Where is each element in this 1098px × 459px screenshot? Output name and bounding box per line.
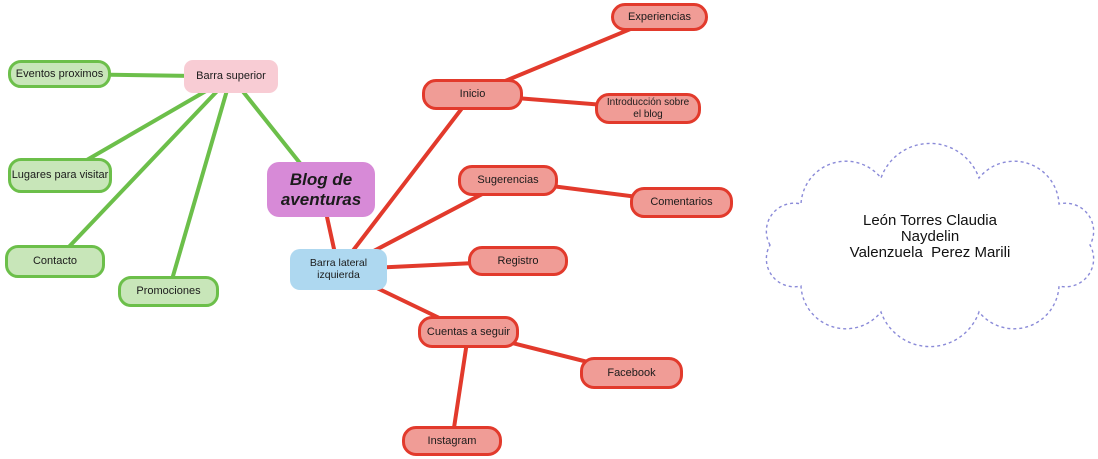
node-label: Introducción sobre el blog bbox=[606, 97, 690, 120]
node-label: Inicio bbox=[459, 88, 486, 101]
node-label: Blog de aventuras bbox=[280, 169, 362, 209]
node-label: Barra lateral izquierda bbox=[309, 256, 368, 281]
node-lugares-para-visitar[interactable]: Lugares para visitar bbox=[8, 158, 112, 193]
node-sugerencias[interactable]: Sugerencias bbox=[458, 165, 558, 196]
node-label: Facebook bbox=[607, 366, 656, 379]
node-label: Cuentas a seguir bbox=[426, 325, 511, 338]
node-eventos-proximos[interactable]: Eventos proximos bbox=[8, 60, 111, 88]
node-registro[interactable]: Registro bbox=[468, 246, 568, 276]
node-contacto[interactable]: Contacto bbox=[5, 245, 105, 278]
node-barra-lateral-izquierda[interactable]: Barra lateral izquierda bbox=[290, 249, 387, 290]
node-promociones[interactable]: Promociones bbox=[118, 276, 219, 307]
node-introduccion-sobre-el-blog[interactable]: Introducción sobre el blog bbox=[595, 93, 701, 124]
cloud-author-line: Naydelin bbox=[900, 228, 960, 245]
node-blog-de-aventuras[interactable]: Blog de aventuras bbox=[267, 162, 375, 217]
cloud-author-line: León Torres Claudia bbox=[863, 212, 997, 229]
node-comentarios[interactable]: Comentarios bbox=[630, 187, 733, 218]
cloud-author-line: Valenzuela Perez Marili bbox=[849, 244, 1011, 261]
cloud-authors-text: León Torres Claudia Naydelin Valenzuela … bbox=[798, 213, 1062, 261]
edge-barra-superior-to-contacto bbox=[53, 74, 233, 264]
edge-cuentas-a-seguir-to-instagram bbox=[450, 330, 471, 443]
node-label: Experiencias bbox=[628, 10, 691, 23]
node-label: Comentarios bbox=[650, 196, 713, 209]
node-experiencias[interactable]: Experiencias bbox=[611, 3, 708, 31]
edge-barra-lateral-izquierda-to-inicio bbox=[336, 92, 475, 272]
node-barra-superior[interactable]: Barra superior bbox=[184, 60, 278, 93]
node-label: Promociones bbox=[136, 285, 201, 298]
node-instagram[interactable]: Instagram bbox=[402, 426, 502, 456]
node-label: Registro bbox=[497, 254, 539, 267]
node-label: Contacto bbox=[32, 255, 78, 268]
node-label: Sugerencias bbox=[477, 174, 539, 187]
node-label: Lugares para visitar bbox=[11, 169, 109, 182]
node-facebook[interactable]: Facebook bbox=[580, 357, 683, 389]
node-inicio[interactable]: Inicio bbox=[422, 79, 523, 110]
node-label: Eventos proximos bbox=[15, 67, 104, 80]
node-cuentas-a-seguir[interactable]: Cuentas a seguir bbox=[418, 316, 519, 348]
node-label: Barra superior bbox=[196, 70, 266, 83]
node-label: Instagram bbox=[427, 434, 477, 447]
cloud-shape[interactable] bbox=[765, 142, 1095, 348]
edge-barra-superior-to-promociones bbox=[166, 74, 233, 294]
